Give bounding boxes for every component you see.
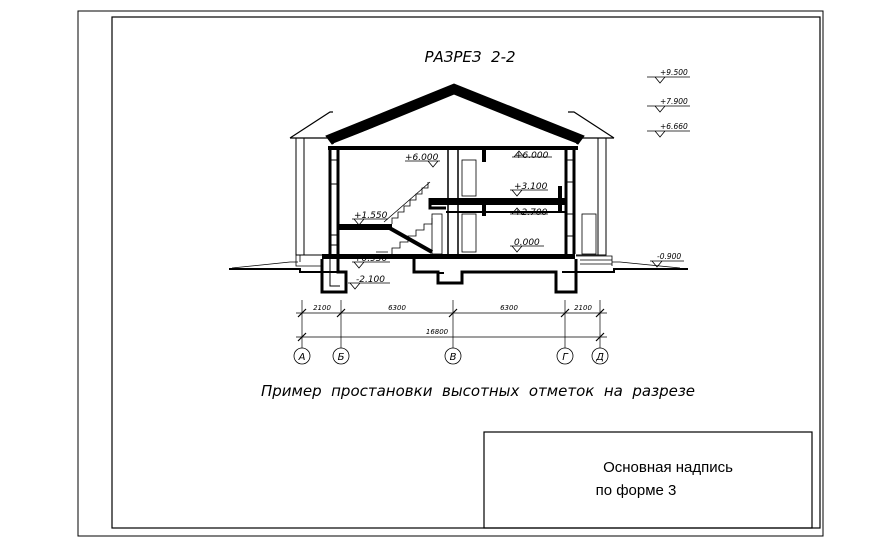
ground-leader (650, 260, 684, 268)
left-window-lower (330, 234, 338, 246)
axis-label-v: В (450, 352, 457, 363)
building-section (229, 83, 688, 294)
level-mark-floor2: +3.100 (514, 182, 548, 192)
ground-line (229, 268, 688, 274)
lower-stair-steps (376, 218, 433, 254)
foundation-leader (348, 282, 390, 290)
level-mark-floor1: 0.000 (514, 238, 540, 248)
level-mark-ground: -0.900 (657, 252, 681, 261)
attic-left-leader (405, 160, 440, 168)
landing-leader (352, 218, 388, 226)
attic-slab (328, 146, 578, 150)
dim-total: 16800 (426, 328, 449, 336)
second-floor-slab (430, 198, 566, 204)
inner-level-leaders (348, 150, 684, 290)
dimension-lines (296, 300, 607, 348)
ground-slope-right (612, 261, 681, 269)
title-block-frame (483, 431, 813, 529)
foundation-center (412, 259, 578, 294)
upper-stair (383, 181, 431, 224)
left-window-upper (330, 159, 338, 185)
left-porch (295, 255, 322, 267)
ceiling1-leader (510, 207, 548, 215)
level-mark-foundation: -2.100 (356, 275, 385, 285)
outer-frame (77, 10, 824, 537)
landing-beam (428, 198, 446, 210)
drawing-caption: Пример простановки высотных отметок на р… (261, 382, 695, 400)
left-outer-wall (328, 146, 340, 254)
dim-seg1: 2100 (313, 304, 331, 312)
level-mark-ridge: +9.500 (660, 68, 688, 77)
foundation-left-plinth (329, 259, 340, 287)
right-window-upper (566, 159, 574, 183)
dim-seg4: 2100 (574, 304, 592, 312)
right-porch (576, 255, 613, 266)
left-wing (295, 138, 330, 256)
ground-slope-left (231, 261, 298, 269)
axis-bubble-v (444, 347, 462, 365)
slab-beams (482, 186, 562, 216)
level-mark-eave-leader (647, 130, 690, 138)
stair-rail (431, 213, 443, 255)
right-wing (576, 138, 607, 256)
lower-stair-flight (385, 224, 433, 254)
dim-seg2: 6300 (388, 304, 406, 312)
level-mark-cornice-leader (647, 105, 690, 113)
axis-markers (293, 347, 609, 365)
left-wing-roof (289, 111, 333, 139)
main-roof (325, 83, 585, 145)
level-mark-ridge-leader (647, 76, 690, 84)
axis-bubble-g (556, 347, 574, 365)
axis-label-a: А (298, 352, 306, 363)
axis-bubble-d (591, 347, 609, 365)
level-mark-ceiling1: +2.700 (514, 208, 548, 218)
stair-start-leader (352, 261, 390, 269)
central-wall-upper-door (461, 159, 477, 197)
axis-bubble-b (332, 347, 350, 365)
ceiling-slab (430, 203, 566, 213)
level-mark-landing: +1.550 (354, 211, 388, 221)
level-mark-eave: +6.660 (660, 122, 688, 131)
landing-slab (338, 224, 392, 230)
level-mark-cornice: +7.900 (660, 97, 688, 106)
level-mark-attic-right: +6.000 (515, 151, 549, 161)
inner-frame (111, 16, 821, 529)
central-wall-lower-door (461, 213, 477, 253)
axis-label-d: Д (595, 352, 604, 363)
level-mark-attic-left: +6.000 (405, 153, 439, 163)
foundation-left (320, 259, 348, 294)
right-room-door (581, 213, 597, 255)
foundation-floor-slab (322, 254, 575, 259)
title-block-line2: по форме 3 (596, 482, 677, 499)
dim-seg3: 6300 (500, 304, 518, 312)
floor2-leader (510, 189, 548, 197)
attic-right-leader (512, 150, 552, 158)
axis-label-g: Г (562, 352, 569, 363)
level-mark-stair-start: +0.930 (354, 254, 388, 264)
axis-label-b: Б (338, 352, 345, 363)
floor1-leader (510, 245, 544, 253)
right-window-lower (566, 213, 574, 237)
section-title: РАЗРЕЗ 2-2 (424, 48, 515, 66)
roof-inner (333, 96, 577, 145)
level-marks-column (647, 76, 690, 138)
title-block-line1: Основная надпись (603, 459, 733, 476)
axis-bubble-a (293, 347, 311, 365)
